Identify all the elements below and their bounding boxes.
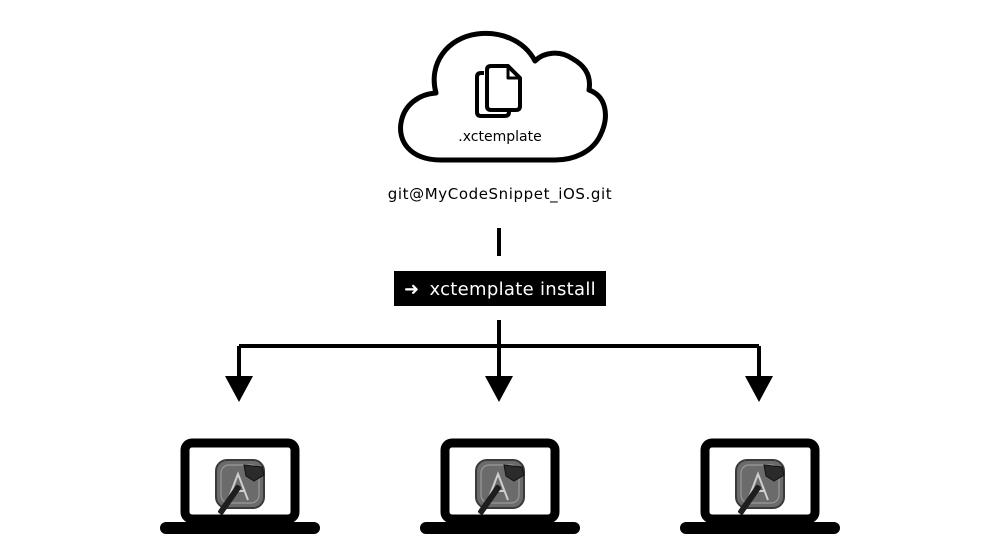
repository-url: git@MyCodeSnippet_iOS.git xyxy=(388,185,612,204)
cloud-label: .xctemplate xyxy=(458,129,541,145)
command-text: xctemplate install xyxy=(429,279,596,300)
distribution-tree xyxy=(237,320,761,378)
laptop-xcode-icon xyxy=(420,443,580,534)
laptop-xcode-icon xyxy=(680,443,840,534)
laptop-xcode-icon xyxy=(160,443,320,534)
arrow-down-icon xyxy=(225,376,253,402)
command-box: ➜ xctemplate install xyxy=(394,271,606,306)
arrow-down-icon xyxy=(485,376,513,402)
documents-icon xyxy=(475,64,522,118)
arrow-down-icon xyxy=(745,376,773,402)
command-arrow: ➜ xyxy=(404,279,419,300)
svg-text:➜ xctemplate install: ➜ xctemplate install xyxy=(404,279,596,300)
